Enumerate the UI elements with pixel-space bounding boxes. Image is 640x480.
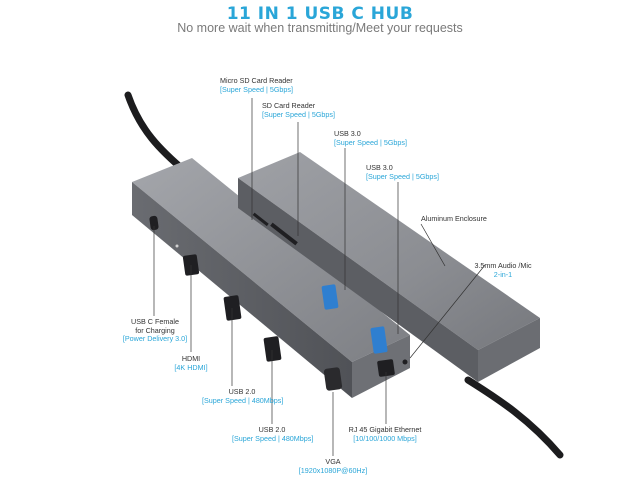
usb3-port-b <box>370 326 388 354</box>
callout-micro-sd-spec: [Super Speed | 5Gbps] <box>220 84 293 94</box>
page-subtitle: No more wait when transmitting/Meet your… <box>177 21 463 35</box>
callout-rj45-spec: [10/100/1000 Mbps] <box>353 433 417 443</box>
usb3-port-a <box>321 284 339 310</box>
rj45-port <box>377 359 395 377</box>
callout-enclosure-name: Aluminum Enclosure <box>421 214 487 223</box>
callout-usb2-b-spec: [Super Speed | 480Mbps] <box>232 433 314 443</box>
callout-hdmi-name: HDMI <box>181 354 201 363</box>
callout-audio-spec: 2-in-1 <box>493 269 513 279</box>
left-module-side <box>132 182 352 398</box>
callout-usb3-b-spec: [Super Speed | 5Gbps] <box>366 171 439 181</box>
power-led <box>175 244 179 248</box>
callout-sd-spec: [Super Speed | 5Gbps] <box>262 109 335 119</box>
callout-usb2-b-name: USB 2.0 <box>258 425 286 434</box>
page-title: 11 IN 1 USB C HUB <box>226 4 414 24</box>
right-module-end <box>478 318 540 382</box>
callout-audio-name: 3.5mm Audio /Mic <box>474 261 532 270</box>
callout-rj45-name: RJ 45 Gigabit Ethernet <box>348 425 422 434</box>
callout-rj45: RJ 45 Gigabit Ethernet [10/100/1000 Mbps… <box>342 425 428 443</box>
micro-sd-slot <box>252 212 269 227</box>
leader-audio <box>409 264 486 359</box>
right-module-top <box>238 152 540 350</box>
leader-enclosure <box>420 223 446 267</box>
callout-micro-sd-name: Micro SD Card Reader <box>220 76 293 85</box>
callout-usb3-b: USB 3.0 [Super Speed | 5Gbps] <box>366 163 439 181</box>
callout-hdmi: HDMI [4K HDMI] <box>168 354 214 372</box>
top-cable <box>124 91 190 176</box>
callout-vga-name: VGA <box>325 457 341 466</box>
callout-usb2-a: USB 2.0 [Super Speed | 480Mbps] <box>202 387 284 405</box>
callout-enclosure: Aluminum Enclosure <box>421 214 487 224</box>
usb2-port-a <box>223 295 242 321</box>
callout-usb3-a-spec: [Super Speed | 5Gbps] <box>334 137 407 147</box>
callout-usb2-a-name: USB 2.0 <box>228 387 256 396</box>
audio-jack <box>402 359 408 365</box>
bottom-cable <box>464 376 564 459</box>
vga-port <box>323 367 343 391</box>
callout-vga: VGA [1920x1080P@60Hz] <box>298 457 368 475</box>
leader-lines <box>153 98 486 456</box>
callout-usb3-a: USB 3.0 [Super Speed | 5Gbps] <box>334 129 407 147</box>
callout-usb2-a-spec: [Super Speed | 480Mbps] <box>202 395 284 405</box>
callout-usbc: USB C Female for Charging [Power Deliver… <box>118 317 192 344</box>
callout-usb2-b: USB 2.0 [Super Speed | 480Mbps] <box>232 425 314 443</box>
callout-usbc-spec: [Power Delivery 3.0] <box>122 334 188 344</box>
callout-micro-sd: Micro SD Card Reader [Super Speed | 5Gbp… <box>220 76 293 94</box>
callout-usbc-name-line2: for Charging <box>135 325 175 335</box>
callout-vga-spec: [1920x1080P@60Hz] <box>298 465 368 475</box>
callout-sd: SD Card Reader [Super Speed | 5Gbps] <box>262 101 335 119</box>
callout-usbc-name-line1: USB C Female <box>131 317 179 326</box>
callout-usb3-b-name: USB 3.0 <box>366 163 393 172</box>
callout-sd-name: SD Card Reader <box>262 101 316 110</box>
usbc-port <box>149 215 159 231</box>
callout-hdmi-spec: [4K HDMI] <box>174 362 208 372</box>
left-module-top <box>132 158 410 362</box>
callout-audio: 3.5mm Audio /Mic 2-in-1 <box>468 261 538 279</box>
usb2-port-b <box>263 336 282 362</box>
sd-slot <box>270 222 298 246</box>
callout-usb3-a-name: USB 3.0 <box>334 129 361 138</box>
